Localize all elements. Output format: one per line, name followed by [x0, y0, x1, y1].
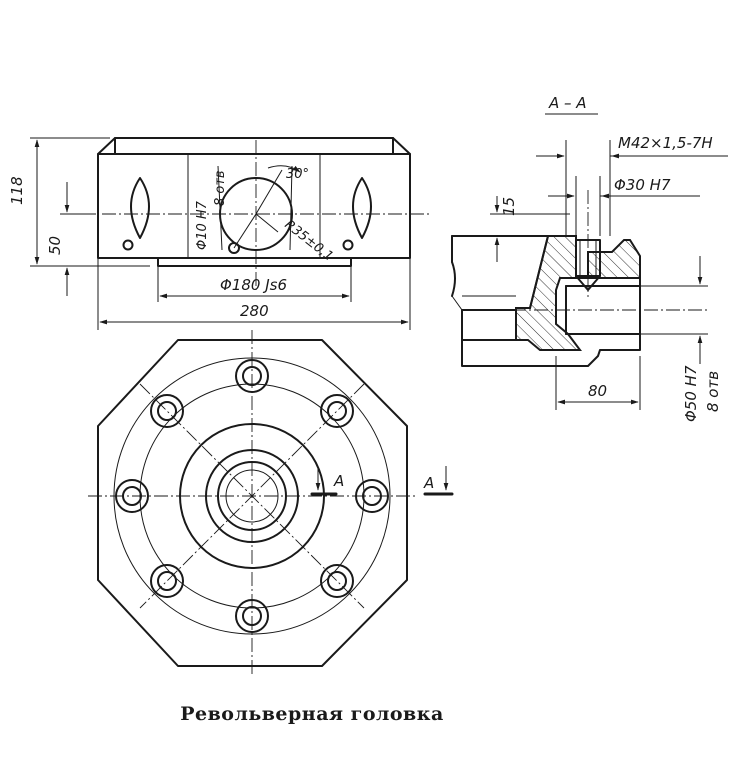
section-view: A – A M42×1,5-7H Φ30 — [451, 94, 728, 422]
cut-marker-inner: A — [333, 472, 344, 490]
dim-length: 80 — [588, 382, 607, 400]
bolt-holes — [115, 359, 389, 633]
cut-marker-outer: A — [423, 474, 434, 492]
drawing-caption: Револьверная головка — [0, 703, 748, 725]
dim-width: 280 — [240, 302, 269, 320]
section-label: A – A — [548, 94, 587, 112]
dim-height-total: 118 — [8, 176, 26, 205]
dim-holes-count: 8 отв — [213, 170, 228, 206]
caption-text: Револьверная головка — [180, 703, 444, 725]
dim-height-axis: 50 — [46, 236, 64, 255]
front-view: 118 50 8 отв Φ10 H7 30° R35±0,1 Φ180 Js6… — [8, 137, 430, 330]
dim-big-bore-count: 8 отв — [704, 371, 722, 412]
dim-thread: M42×1,5-7H — [618, 134, 713, 152]
plan-view: A A — [88, 330, 454, 676]
dim-bore-inner: Φ30 H7 — [614, 176, 671, 194]
dim-bore: Φ10 H7 — [195, 200, 210, 250]
dim-fit-diameter: Φ180 Js6 — [220, 276, 287, 294]
dim-depth: 15 — [500, 197, 518, 216]
dim-big-bore: Φ50 H7 — [682, 365, 700, 422]
dim-angle: 30° — [286, 167, 309, 182]
